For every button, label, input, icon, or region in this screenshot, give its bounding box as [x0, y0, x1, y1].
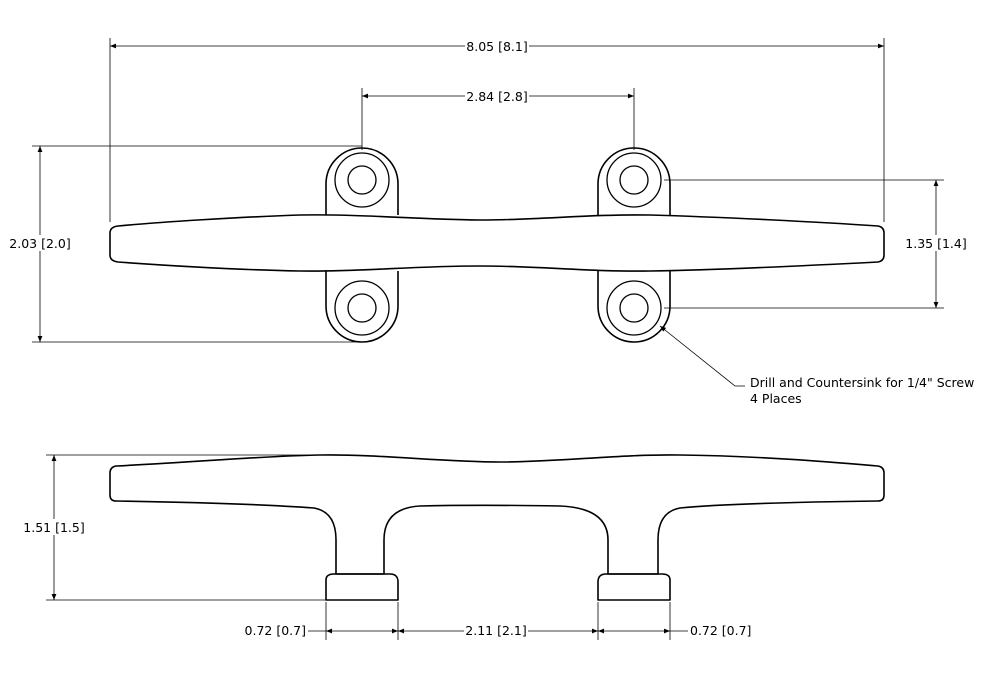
ear-top-left	[325, 147, 399, 215]
dim-base-left-label: 0.72 [0.7]	[245, 623, 306, 638]
countersink-note: Drill and Countersink for 1/4" Screw 4 P…	[659, 325, 974, 406]
hole-bottom-right	[606, 280, 662, 336]
dim-base-right-label: 0.72 [0.7]	[690, 623, 751, 638]
hole-top-right	[606, 152, 662, 208]
dim-hole-row-spacing-label: 1.35 [1.4]	[905, 236, 966, 251]
cleat-body-top-view	[109, 214, 885, 272]
dim-hole-row-spacing: 1.35 [1.4]	[664, 179, 970, 309]
dim-overall-length-label: 8.05 [8.1]	[466, 39, 527, 54]
dim-base-gap-label: 2.11 [2.1]	[465, 623, 526, 638]
dim-height: 1.51 [1.5]	[20, 454, 326, 601]
top-view	[109, 147, 885, 343]
base-pad-left	[325, 573, 399, 601]
cleat-body-side-view	[109, 454, 885, 575]
dim-hole-spacing: 2.84 [2.8]	[361, 88, 635, 150]
dim-overall-width: 2.03 [2.0]	[6, 145, 362, 343]
ear-top-right	[597, 147, 671, 215]
ear-bottom-right	[597, 271, 671, 343]
dim-overall-width-label: 2.03 [2.0]	[9, 236, 70, 251]
dim-base-row: 0.72 [0.7] 2.11 [2.1] 0.72 [0.7]	[245, 602, 751, 640]
hole-bottom-left	[334, 280, 390, 336]
dim-hole-spacing-label: 2.84 [2.8]	[466, 89, 527, 104]
dim-overall-length: 8.05 [8.1]	[109, 38, 885, 222]
note-line-2: 4 Places	[750, 391, 802, 406]
hole-top-left	[334, 152, 390, 208]
dim-height-label: 1.51 [1.5]	[23, 520, 84, 535]
side-view	[109, 454, 885, 601]
base-pad-right	[597, 573, 671, 601]
note-line-1: Drill and Countersink for 1/4" Screw	[750, 375, 974, 390]
